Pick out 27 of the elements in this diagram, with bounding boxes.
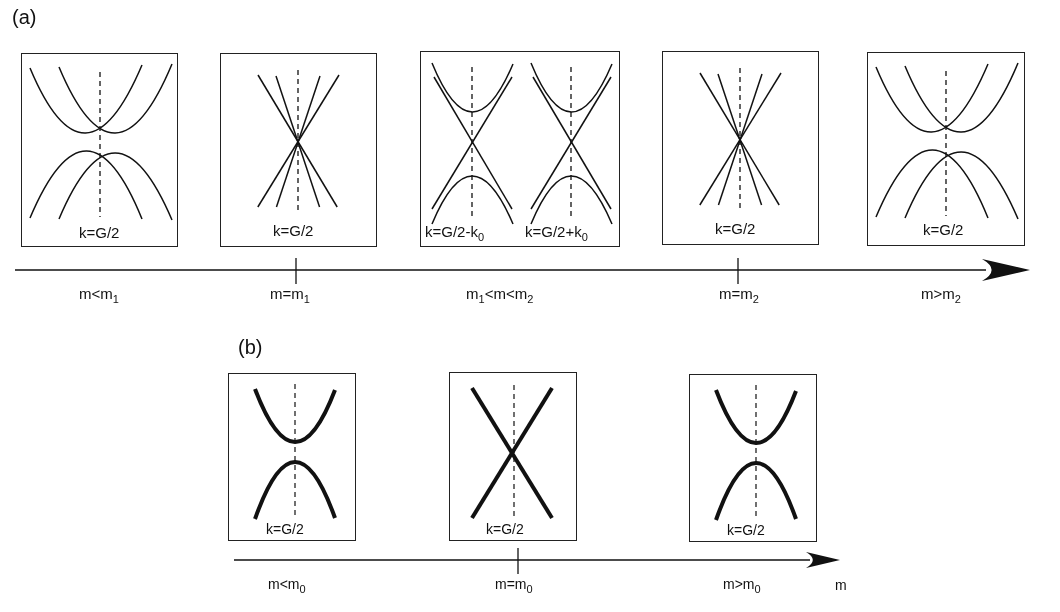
panel-label: (a)	[12, 8, 37, 26]
axis-label: m=m$_{0}$	[495, 575, 533, 597]
axis-label: m=m$_{2}$	[719, 285, 759, 307]
band-panel	[220, 53, 377, 247]
wavevector-label: k=G/2	[486, 521, 524, 537]
wavevector-label: k=G/2	[79, 225, 120, 241]
band-panel	[228, 373, 356, 541]
wavevector-label: k=G/2-k$_{0}$	[425, 224, 485, 245]
axis-label: m<m$_{0}$	[268, 575, 306, 597]
wavevector-label: k=G/2	[273, 223, 314, 239]
wavevector-label: k=G/2	[923, 222, 964, 238]
axis-label: m=m$_{1}$	[270, 285, 310, 307]
band-panel	[449, 372, 577, 541]
band-panel	[21, 53, 178, 247]
axis-label: m>m$_{0}$	[723, 575, 761, 597]
axis-label: m>m$_{2}$	[921, 285, 961, 307]
band-panel	[420, 51, 620, 247]
wavevector-label: k=G/2	[266, 521, 304, 537]
band-panel	[662, 51, 819, 245]
axis-label: m$_{1}$<m<m$_{2}$	[466, 285, 534, 307]
axis-title: m	[835, 576, 847, 594]
wavevector-label: k=G/2	[715, 221, 756, 237]
wavevector-label: k=G/2+k$_{0}$	[525, 224, 588, 245]
band-panel	[867, 52, 1025, 246]
band-panel	[689, 374, 817, 542]
wavevector-label: k=G/2	[727, 522, 765, 538]
axis-label: m<m$_{1}$	[79, 285, 119, 307]
